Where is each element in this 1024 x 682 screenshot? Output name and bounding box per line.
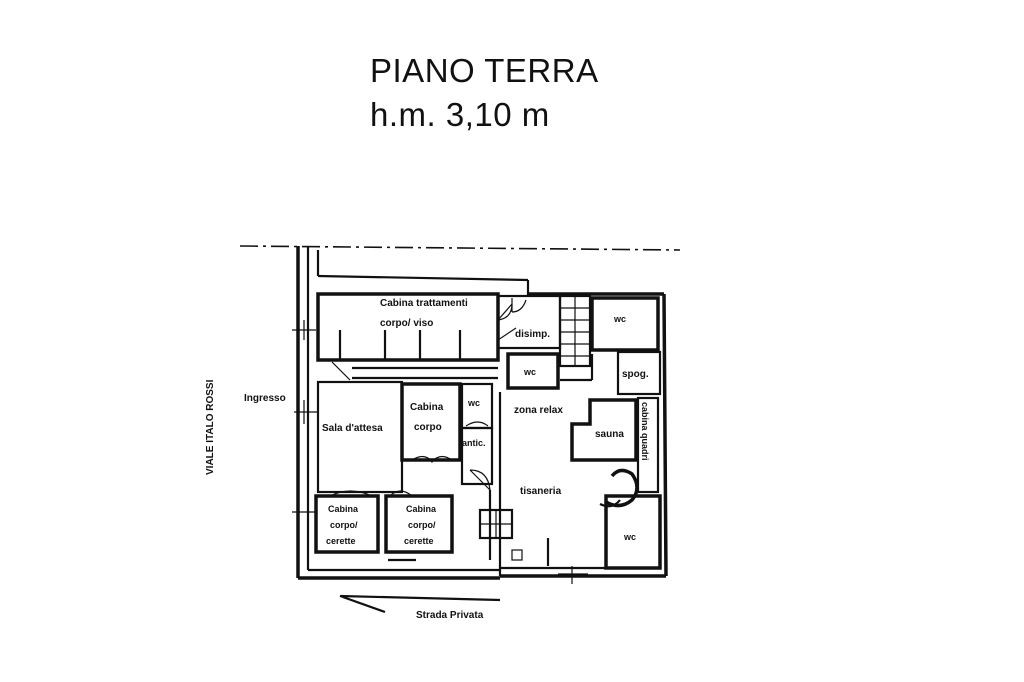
- label-cerette-a-2: corpo/: [330, 520, 358, 530]
- door-wc-small: [465, 421, 489, 427]
- ceiling-height: h.m. 3,10 m: [370, 96, 550, 133]
- label-cerette-b-2: corpo/: [408, 520, 436, 530]
- property-line: [239, 245, 681, 251]
- label-cerette-b-3: cerette: [404, 536, 434, 546]
- label-cabina-corpo-1: Cabina: [410, 402, 444, 413]
- spiral-shower: [605, 468, 639, 508]
- label-sauna: sauna: [595, 429, 624, 440]
- label-strada-privata: Strada Privata: [416, 610, 484, 621]
- staircase: [558, 294, 592, 368]
- room-wc-top: [590, 296, 660, 352]
- label-wc-small: wc: [467, 398, 480, 408]
- room-sauna: [570, 398, 638, 462]
- label-ingresso: Ingresso: [244, 393, 286, 404]
- label-cerette-a-1: Cabina: [328, 504, 359, 514]
- disimp-area: [496, 294, 562, 350]
- label-spog: spog.: [622, 369, 649, 380]
- label-viale-italo-rossi: VIALE ITALO ROSSI: [205, 379, 216, 475]
- label-cerette-a-3: cerette: [326, 536, 356, 546]
- label-cerette-b-1: Cabina: [406, 504, 437, 514]
- label-cabina-quadri: cabina quadri: [640, 402, 650, 461]
- label-antic: antic.: [462, 438, 486, 448]
- label-zona-relax: zona relax: [514, 405, 563, 416]
- door-antic: [469, 469, 491, 491]
- label-wc-bottom: wc: [623, 532, 636, 542]
- room-cabina-cerette-a: [314, 494, 380, 554]
- label-disimp: disimp.: [515, 329, 550, 340]
- plan-title: PIANO TERRA: [370, 52, 599, 89]
- tisaneria-fixture: [511, 549, 523, 561]
- room-wc-mid: [506, 352, 560, 390]
- label-wc-mid: wc: [523, 367, 536, 377]
- label-cabina-trattamenti-2: corpo/ viso: [380, 318, 433, 329]
- label-wc-top: wc: [613, 314, 626, 324]
- room-cabina-cerette-b: [384, 494, 454, 554]
- spiral-shower-inner: [599, 499, 621, 508]
- room-spog: [616, 350, 662, 396]
- street-marker: [339, 594, 501, 614]
- door-cerette-a: [329, 490, 373, 497]
- small-stair: [478, 508, 514, 540]
- label-cabina-trattamenti-1: Cabina trattamenti: [380, 298, 468, 309]
- label-cabina-corpo-2: corpo: [414, 422, 442, 433]
- label-tisaneria: tisaneria: [520, 486, 562, 497]
- room-cabina-quadri: [636, 396, 660, 494]
- door-cerette-b: [389, 490, 413, 497]
- room-antic: [460, 426, 494, 486]
- door-cabina-corpo: [411, 455, 453, 463]
- label-sala-attesa: Sala d'attesa: [322, 423, 383, 434]
- room-wc-bottom: [604, 494, 662, 570]
